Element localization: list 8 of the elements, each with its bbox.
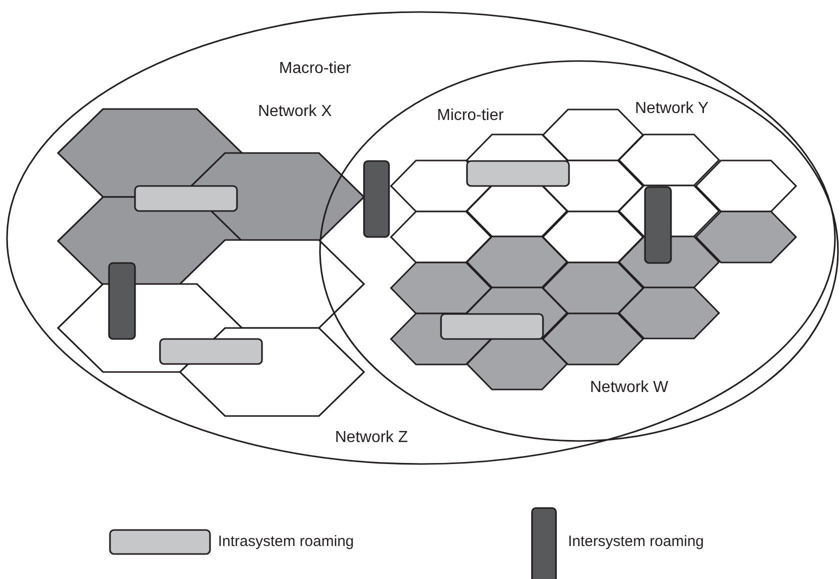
- tier-label: Macro-tier: [279, 61, 352, 77]
- network-label: Network Y: [635, 101, 709, 117]
- network-label: Network X: [258, 104, 332, 120]
- legend-label: Intrasystem roaming: [218, 534, 354, 549]
- network-label: Network Z: [335, 430, 408, 446]
- network-label: Network W: [590, 380, 668, 396]
- tier-label: Micro-tier: [437, 108, 504, 124]
- legend-label: Intersystem roaming: [568, 534, 704, 549]
